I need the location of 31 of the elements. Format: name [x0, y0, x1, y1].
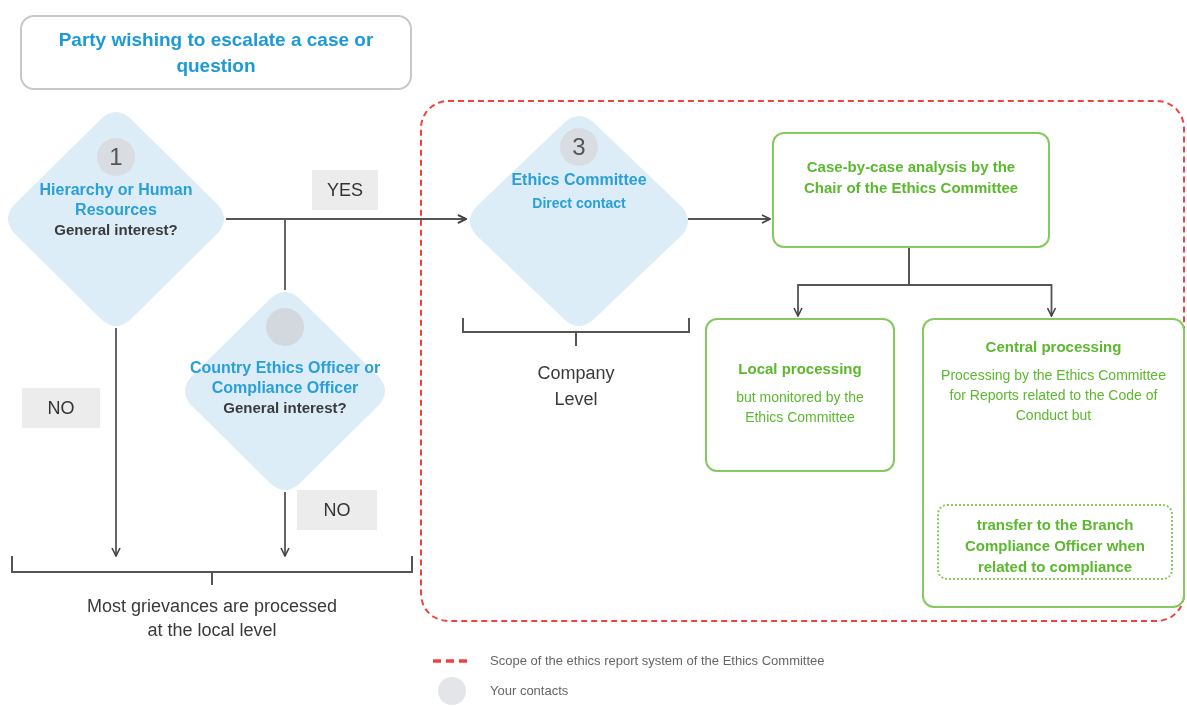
arrow — [111, 327, 121, 557]
contact-text: Direct contact — [532, 194, 626, 212]
role-title: Ethics Committee — [511, 170, 647, 190]
box-text: but monitored by the Ethics Committee — [735, 388, 865, 427]
arrow — [280, 491, 290, 557]
legend-text: Your contacts — [490, 682, 569, 701]
question-text: General interest? — [54, 220, 178, 239]
level-label: Company Level — [536, 362, 616, 411]
edge-label: YES — [312, 170, 378, 210]
box-heading: Central processing — [985, 337, 1122, 357]
role-title: Hierarchy or Human Resources — [38, 180, 194, 220]
edge-label: NO — [22, 388, 100, 428]
box-text: Processing by the Ethics Committee for Reports related to the Code of Conduct but — [940, 366, 1167, 425]
process-box — [705, 318, 895, 472]
role-title: Country Ethics Officer or Compliance Officer — [188, 358, 382, 398]
box-heading: Local processing — [738, 359, 862, 379]
arrow — [284, 214, 467, 291]
box-heading: transfer to the Branch Compliance Officer when related to compliance — [963, 515, 1146, 577]
scope-region — [420, 100, 1185, 622]
arrow — [908, 245, 1057, 317]
level-note: Most grievances are processed at the local level — [85, 595, 339, 642]
process-box — [772, 132, 1050, 248]
box-heading: Case-by-case analysis by the Chair of the Ethics Committee — [802, 157, 1020, 198]
question-text: General interest? — [223, 398, 347, 417]
legend-text: Scope of the ethics report system of the Ethics Committee — [490, 652, 825, 671]
edge-label: NO — [297, 490, 377, 530]
start-box — [20, 15, 412, 90]
process-box — [937, 504, 1173, 580]
box-title: Party wishing to escalate a case or question — [57, 27, 375, 78]
process-box — [922, 318, 1185, 608]
arrow — [687, 214, 771, 224]
